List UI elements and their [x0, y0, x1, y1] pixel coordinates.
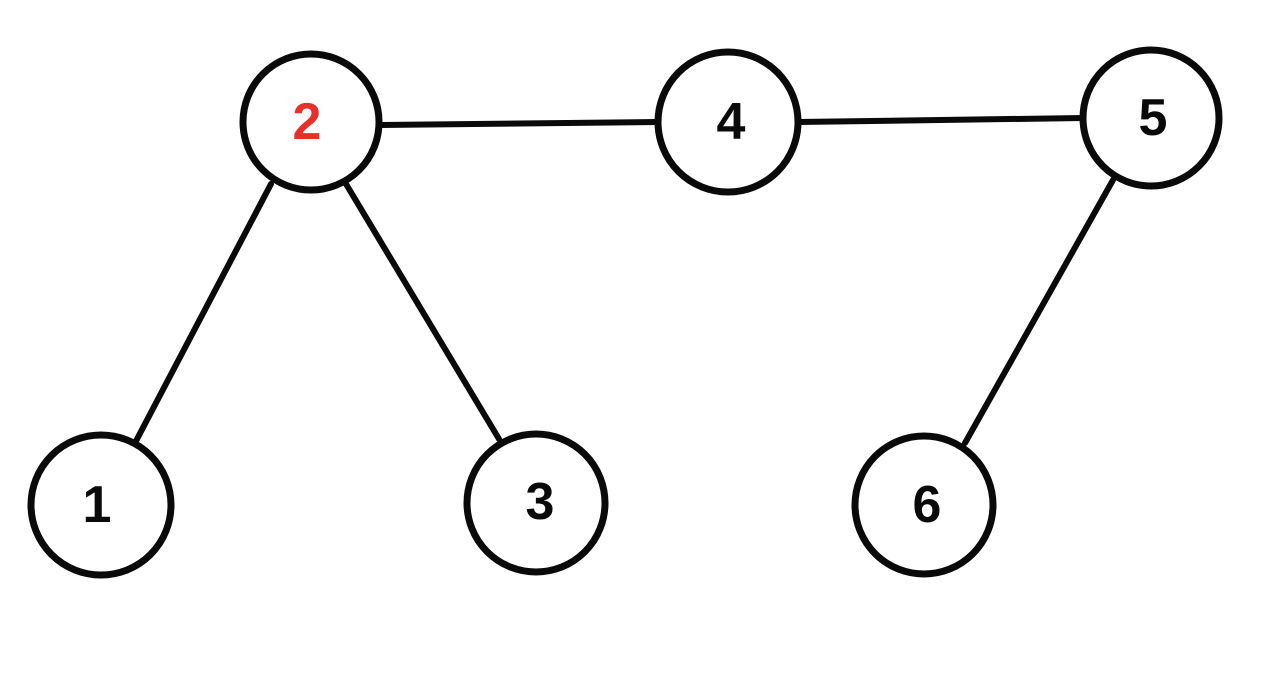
edges-layer — [133, 115, 1116, 446]
graph-node-1[interactable]: 1 — [27, 431, 175, 579]
node-label-2: 2 — [293, 93, 322, 151]
node-label-3: 3 — [526, 473, 555, 531]
graph-edge-2-4 — [376, 119, 661, 128]
node-label-6: 6 — [913, 476, 942, 534]
graph-node-2[interactable]: 2 — [239, 50, 383, 194]
graph-edge-2-3 — [343, 181, 502, 442]
node-label-1: 1 — [83, 476, 112, 534]
node-circle-4[interactable] — [654, 48, 802, 196]
node-label-5: 5 — [1139, 89, 1168, 147]
node-circle-3[interactable] — [463, 430, 609, 576]
graph-node-3[interactable]: 3 — [463, 430, 609, 576]
graph-node-4[interactable]: 4 — [654, 48, 802, 196]
node-circle-5[interactable] — [1079, 46, 1223, 190]
node-circle-1[interactable] — [27, 431, 175, 579]
nodes-layer: 1 2 3 4 5 6 — [27, 46, 1223, 579]
node-circle-6[interactable] — [851, 432, 997, 578]
node-label-4: 4 — [717, 93, 746, 151]
graph-edge-1-2 — [133, 181, 274, 444]
graph-node-6[interactable]: 6 — [851, 432, 997, 578]
graph-edge-5-6 — [962, 177, 1116, 446]
graph-node-5[interactable]: 5 — [1079, 46, 1223, 190]
node-circle-2[interactable] — [239, 50, 383, 194]
graph-edge-4-5 — [795, 115, 1086, 125]
